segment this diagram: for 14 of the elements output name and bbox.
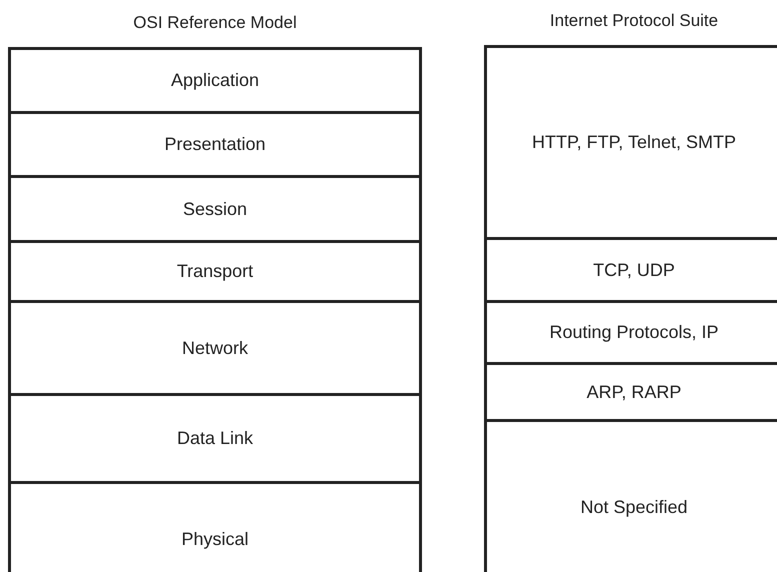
- layer-label: TCP, UDP: [593, 258, 675, 282]
- layer-label: Physical: [181, 528, 249, 551]
- layer-label: Not Specified: [580, 496, 688, 519]
- layer-label: Data Link: [176, 427, 254, 450]
- layer-label: ARP, RARP: [586, 380, 682, 404]
- layer-label: Presentation: [164, 133, 266, 156]
- layer-label: Transport: [176, 260, 254, 283]
- layer-label: Session: [182, 198, 248, 220]
- layer-label: Network: [182, 336, 248, 360]
- layer-label: Routing Protocols, IP: [549, 321, 719, 344]
- layer-label: Application: [170, 69, 260, 92]
- column-heading: Internet Protocol Suite: [548, 10, 720, 32]
- column-heading: OSI Reference Model: [132, 12, 298, 34]
- layer-label: HTTP, FTP, Telnet, SMTP: [532, 131, 736, 154]
